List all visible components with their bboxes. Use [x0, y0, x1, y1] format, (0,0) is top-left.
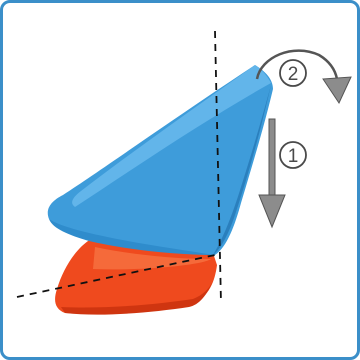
origami-diagram: 1 2: [16, 30, 352, 315]
blue-fold-top-flap: [72, 65, 271, 207]
rotate-arrow-icon: [255, 49, 352, 105]
step-1-indicator: 1: [258, 118, 307, 229]
step-1-label: 1: [288, 146, 299, 167]
red-fold-shade: [61, 281, 213, 315]
step-1-badge: 1: [279, 141, 307, 169]
down-arrow-icon: [258, 118, 286, 229]
blue-fold-bottom-shade: [49, 219, 215, 255]
guide-lines: [16, 30, 222, 304]
step-2-badge: 2: [279, 59, 307, 87]
vertical-guide-line: [214, 30, 222, 304]
step-2-indicator: 2: [255, 49, 352, 105]
red-fold-inner-flap: [93, 247, 211, 270]
blue-fold-piece: [47, 65, 273, 255]
step-2-label: 2: [288, 64, 299, 85]
red-fold-piece: [55, 239, 217, 315]
